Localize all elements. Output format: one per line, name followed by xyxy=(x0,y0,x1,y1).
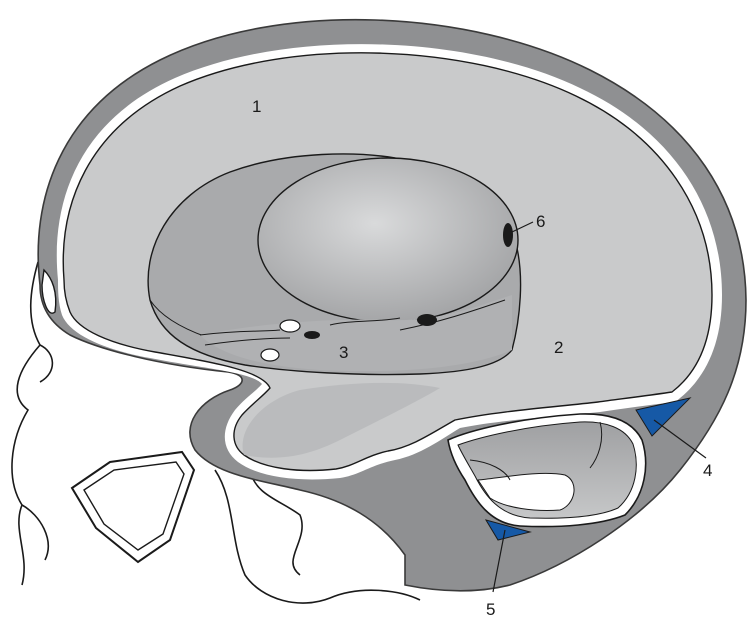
label-3: 3 xyxy=(339,343,348,362)
thalamus xyxy=(258,158,518,322)
label-2: 2 xyxy=(554,338,563,357)
orbit-outline xyxy=(72,452,194,562)
structure-6-marker xyxy=(503,223,513,247)
label-4: 4 xyxy=(703,461,712,480)
label-1: 1 xyxy=(252,97,261,116)
label-5: 5 xyxy=(486,600,495,619)
label-6: 6 xyxy=(536,212,545,231)
